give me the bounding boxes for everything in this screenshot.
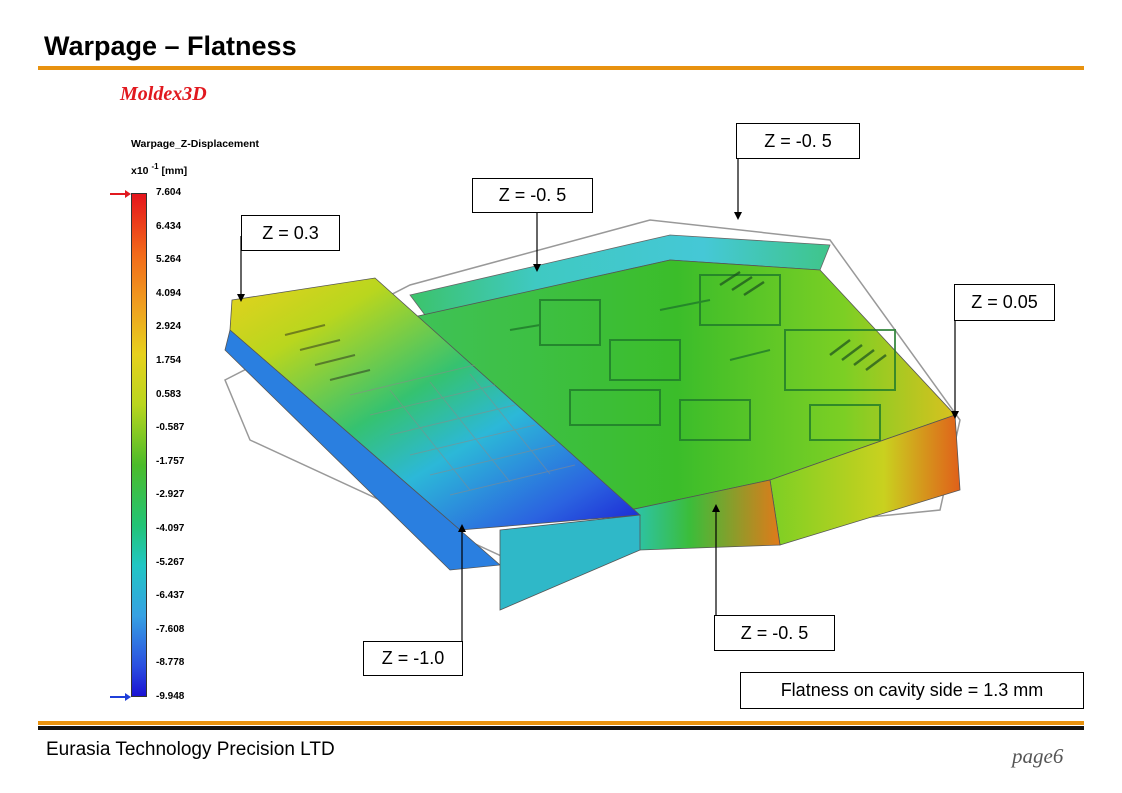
max-value-arrow-icon [110,190,131,198]
legend-tick: 2.924 [156,321,182,332]
legend-tick: 6.434 [156,221,182,232]
legend-tick: -6.437 [156,590,185,601]
legend-unit-label: [mm] [161,165,188,177]
callout-z-value: Z = -0. 5 [736,123,860,159]
legend-tick: -5.267 [156,557,185,568]
legend-tick: -2.927 [156,489,185,500]
legend-tick: -9.948 [156,691,185,702]
footer-company: Eurasia Technology Precision LTD [46,739,335,760]
legend-color-scale [131,193,147,697]
legend-unit: x10 -1 [mm] [131,162,187,177]
callout-z-value: Z = 0.3 [241,215,340,251]
callout-z-value: Z = -0. 5 [714,615,835,651]
footer-divider-black [38,726,1084,730]
warpage-model-render [224,219,961,611]
page-number: page6 [1012,744,1064,768]
legend-tick: -4.097 [156,523,185,534]
legend-tick: -0.587 [156,422,185,433]
legend-tick: 1.754 [156,355,182,366]
header-divider [38,66,1084,70]
legend-tick: 0.583 [156,389,182,400]
page-title: Warpage – Flatness [44,31,297,61]
legend-tick: 7.604 [156,187,182,198]
brand-logo-text: Moldex3D [120,83,207,105]
legend-tick: 4.094 [156,288,182,299]
min-value-arrow-icon [110,693,131,701]
legend-unit-base: x10 [131,165,149,177]
legend-tick: -8.778 [156,657,185,668]
callout-z-value: Z = -1.0 [363,641,463,676]
legend-tick: -7.608 [156,624,185,635]
callout-z-value: Z = 0.05 [954,284,1055,321]
footer-divider-orange [38,721,1084,725]
legend-unit-exponent: -1 [151,162,159,171]
legend-tick: -1.757 [156,456,185,467]
legend-title: Warpage_Z-Displacement [131,138,259,150]
callout-z-value: Z = -0. 5 [472,178,593,213]
legend-tick: 5.264 [156,254,182,265]
flatness-summary-box: Flatness on cavity side = 1.3 mm [740,672,1084,709]
